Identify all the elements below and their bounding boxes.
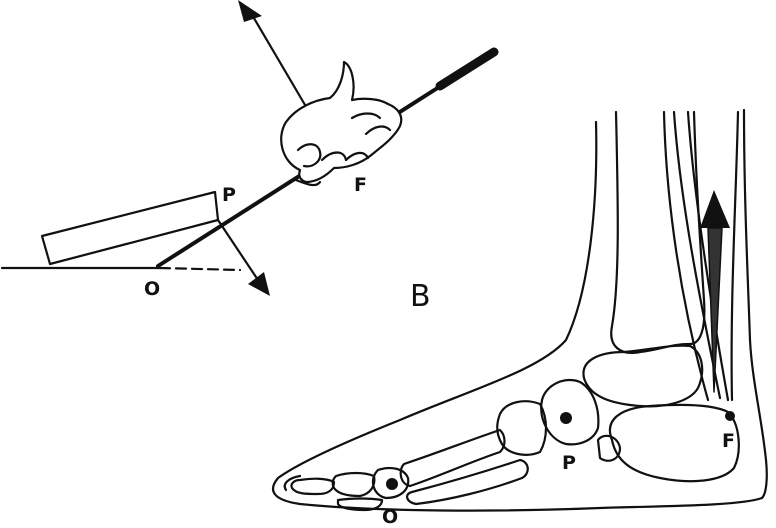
tendon-line [686, 110, 730, 402]
load-block [40, 190, 220, 266]
phalanx-bone [336, 497, 384, 512]
navicular-bone [540, 378, 600, 446]
lever-load-label: P [222, 184, 236, 206]
lever-force-label: F [354, 174, 367, 196]
tendon-line [662, 110, 710, 402]
metatarsal-bone [399, 428, 506, 488]
leg-outline-back [742, 108, 768, 500]
foot-pivot-point [386, 478, 398, 490]
foot-illustration [272, 108, 768, 512]
phalanx-bone [290, 477, 336, 496]
foot-load-point [560, 412, 572, 424]
tendon-force-arrow [700, 190, 730, 393]
cuboid-bone [596, 434, 622, 462]
foot-force-point [725, 411, 735, 421]
effort-arrow [238, 0, 310, 112]
tendon-line [730, 110, 740, 402]
hand-drawing [280, 60, 403, 187]
panel-label: B [410, 279, 432, 314]
leg-outline-front [272, 120, 764, 512]
foot-load-label: P [562, 452, 576, 474]
phalanx-bone [331, 471, 376, 498]
talus-bone [582, 344, 704, 408]
lever-pivot-label: O [144, 278, 161, 300]
lever-bar-tip [435, 47, 499, 91]
load-arrow [216, 218, 270, 296]
metatarsal-bone [406, 458, 529, 506]
toe-outline [283, 474, 302, 492]
foot-pivot-label: O [382, 506, 399, 528]
cuneiform-bone [496, 400, 548, 456]
foot-force-label: F [722, 430, 735, 452]
ground-dashed-line [158, 266, 242, 272]
lever-illustration [0, 0, 499, 296]
calcaneus-bone [609, 403, 740, 483]
